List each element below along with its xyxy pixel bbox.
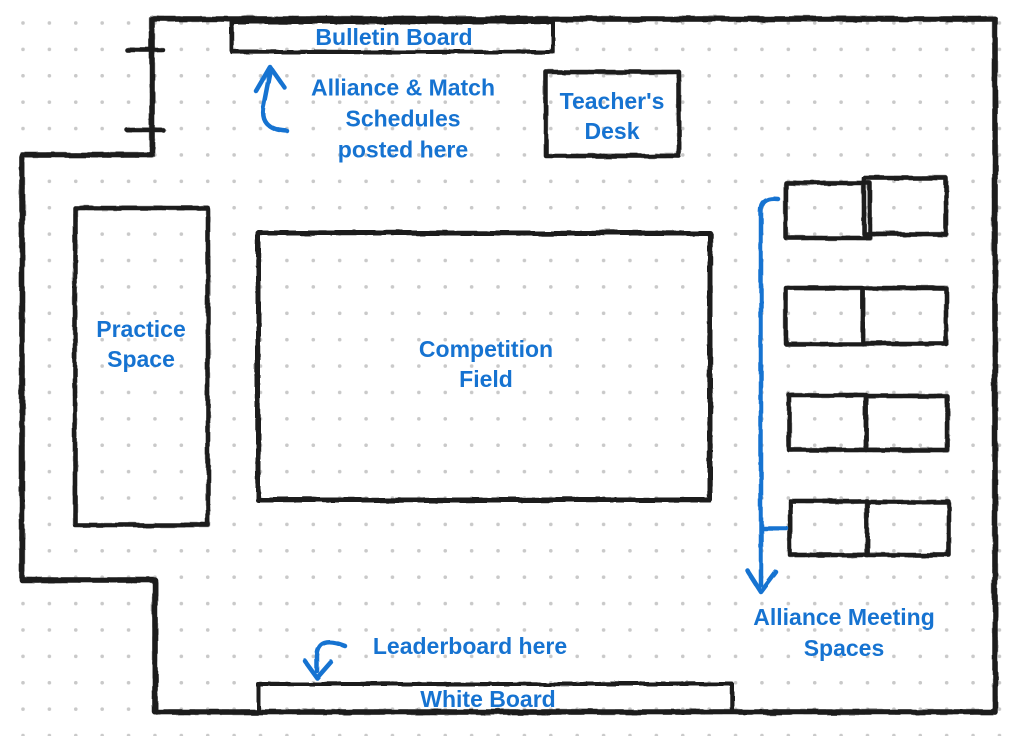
meeting-table	[786, 392, 869, 453]
bulletin-board-label: Bulletin Board	[315, 24, 473, 50]
competition-field-label: Competition Field	[419, 334, 553, 394]
schedules-note-line: posted here	[337, 136, 469, 163]
practice-space-line: Space	[107, 346, 175, 372]
meeting-table	[787, 498, 870, 558]
meeting-table	[863, 393, 950, 453]
meeting-table	[864, 499, 952, 558]
up-arrow-icon	[253, 64, 290, 134]
competition-field-line: Field	[459, 366, 513, 392]
long-down-arrow-icon	[744, 196, 789, 595]
schedules-note: Alliance & Match Schedules posted here	[311, 73, 495, 166]
meeting-table	[861, 175, 949, 237]
meeting-table	[860, 285, 949, 347]
alliance-meeting-line: Spaces	[803, 635, 885, 661]
meeting-table	[783, 180, 873, 241]
teachers-desk-line: Teacher's	[559, 88, 665, 114]
annotation-arrows	[253, 64, 789, 681]
white-board-label: White Board	[420, 686, 556, 712]
meeting-table	[783, 285, 866, 347]
practice-space-line: Practice	[96, 316, 186, 342]
teachers-desk-line: Desk	[584, 118, 640, 144]
practice-space-label: Practice Space	[96, 314, 186, 374]
teachers-desk-label: Teacher's Desk	[560, 86, 665, 146]
alliance-meeting-label: Alliance Meeting Spaces	[753, 602, 934, 664]
schedules-note-line: Schedules	[345, 105, 461, 132]
schedules-note-line: Alliance & Match	[310, 74, 496, 101]
alliance-meeting-line: Alliance Meeting	[753, 604, 935, 630]
alliance-meeting-table-pair-2	[783, 285, 949, 347]
competition-field-line: Competition	[418, 336, 554, 362]
curved-down-arrow-icon	[301, 640, 348, 681]
alliance-meeting-table-pair-4	[787, 498, 952, 558]
leaderboard-note: Leaderboard here	[372, 633, 568, 659]
